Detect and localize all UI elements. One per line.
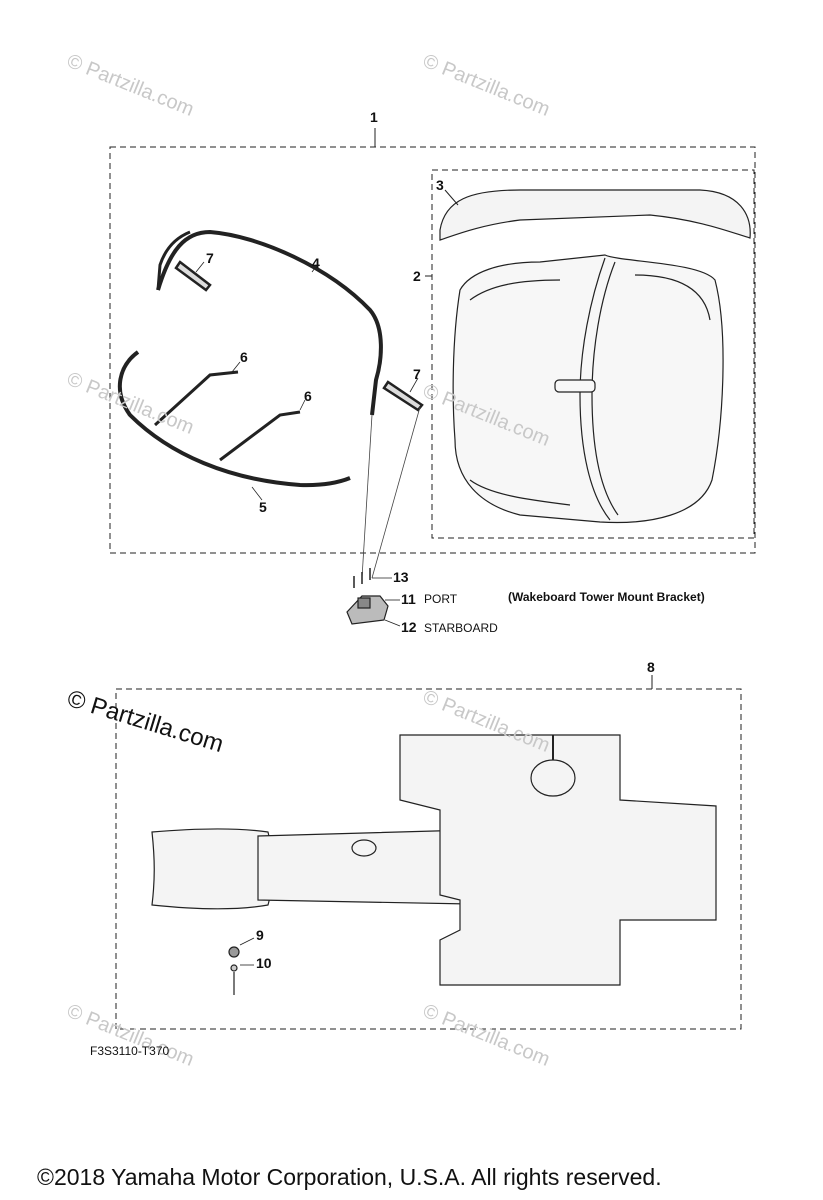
- callout-7a: 7: [206, 250, 214, 266]
- callout-7b: 7: [413, 366, 421, 382]
- callout-5: 5: [259, 499, 267, 515]
- assembly-1-boundary: [109, 146, 756, 554]
- part-6-rod-b: [219, 410, 301, 462]
- callout-3: 3: [436, 177, 444, 193]
- part-8-mats: [151, 734, 717, 986]
- part-10-fastener: [230, 964, 238, 972]
- copyright-notice: ©2018 Yamaha Motor Corporation, U.S.A. A…: [37, 1164, 662, 1190]
- callout-6b: 6: [304, 388, 312, 404]
- assembly-8-boundary: [115, 688, 742, 1030]
- callout-9: 9: [256, 927, 264, 943]
- port-label: PORT: [424, 592, 458, 606]
- part-2-cover: [452, 254, 724, 524]
- part-5-rail: [118, 350, 351, 488]
- figure-code: F3S3110-T370: [90, 1044, 170, 1058]
- callout-11: 11: [401, 591, 416, 607]
- part-7-fitting-a: [174, 260, 212, 292]
- callout-10: 10: [256, 955, 272, 971]
- callout-6a: 6: [240, 349, 248, 365]
- assembly-2-boundary: [431, 169, 755, 539]
- part-11-12-bracket: [346, 595, 389, 625]
- bracket-label: (Wakeboard Tower Mount Bracket): [508, 590, 705, 604]
- callout-8: 8: [647, 659, 655, 675]
- callout-2: 2: [413, 268, 421, 284]
- callout-4: 4: [312, 255, 320, 271]
- callout-12: 12: [401, 619, 417, 635]
- part-7-fitting-b: [382, 380, 424, 412]
- part-9-fastener: [228, 946, 240, 958]
- part-4-rail: [156, 229, 383, 416]
- part-3-trim: [439, 189, 751, 241]
- part-6-rod-a: [153, 370, 239, 427]
- starboard-label: STARBOARD: [424, 621, 498, 635]
- callout-13: 13: [393, 569, 409, 585]
- callout-1: 1: [370, 109, 378, 125]
